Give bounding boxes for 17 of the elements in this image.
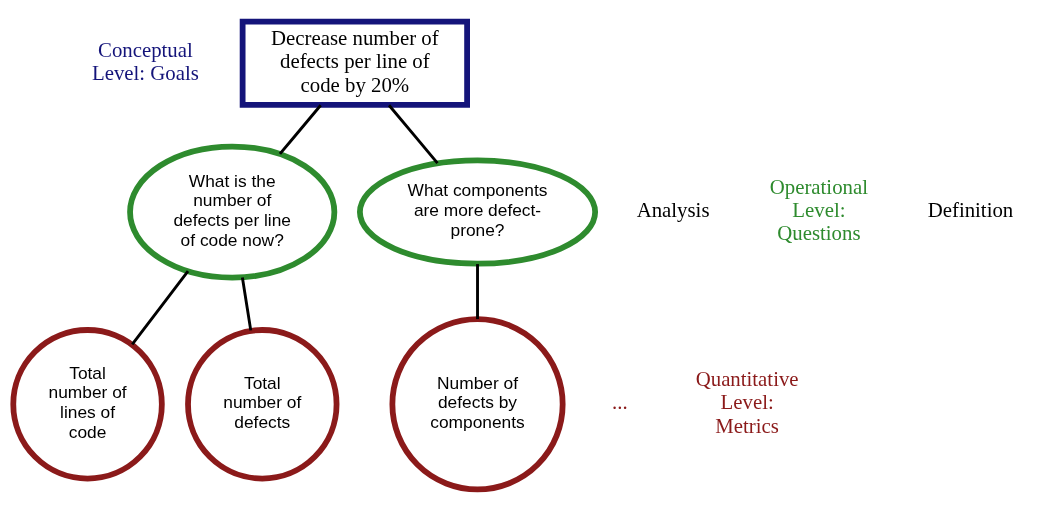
node-ellipse: What components are more defect-prone? bbox=[357, 157, 599, 267]
label: ... bbox=[612, 390, 628, 415]
node-ellipse: What is the number of defects per line of code now? bbox=[127, 143, 338, 281]
node-circle: Number of defects by components bbox=[389, 316, 566, 493]
connector bbox=[240, 277, 253, 331]
node-circle: Total number of defects bbox=[185, 327, 340, 482]
label: Quantitative Level: Metrics bbox=[695, 367, 799, 438]
connector bbox=[278, 104, 322, 155]
label: Analysis bbox=[636, 198, 710, 223]
node-box: Decrease number of defects per line of code by 20% bbox=[239, 18, 470, 108]
label: Definition bbox=[927, 198, 1014, 223]
connector bbox=[131, 270, 190, 346]
connector bbox=[476, 264, 479, 320]
label: Conceptual Level: Goals bbox=[91, 37, 199, 85]
label: Operational Level: Questions bbox=[769, 175, 868, 246]
node-circle: Total number of lines of code bbox=[10, 327, 165, 482]
connector bbox=[387, 104, 439, 164]
